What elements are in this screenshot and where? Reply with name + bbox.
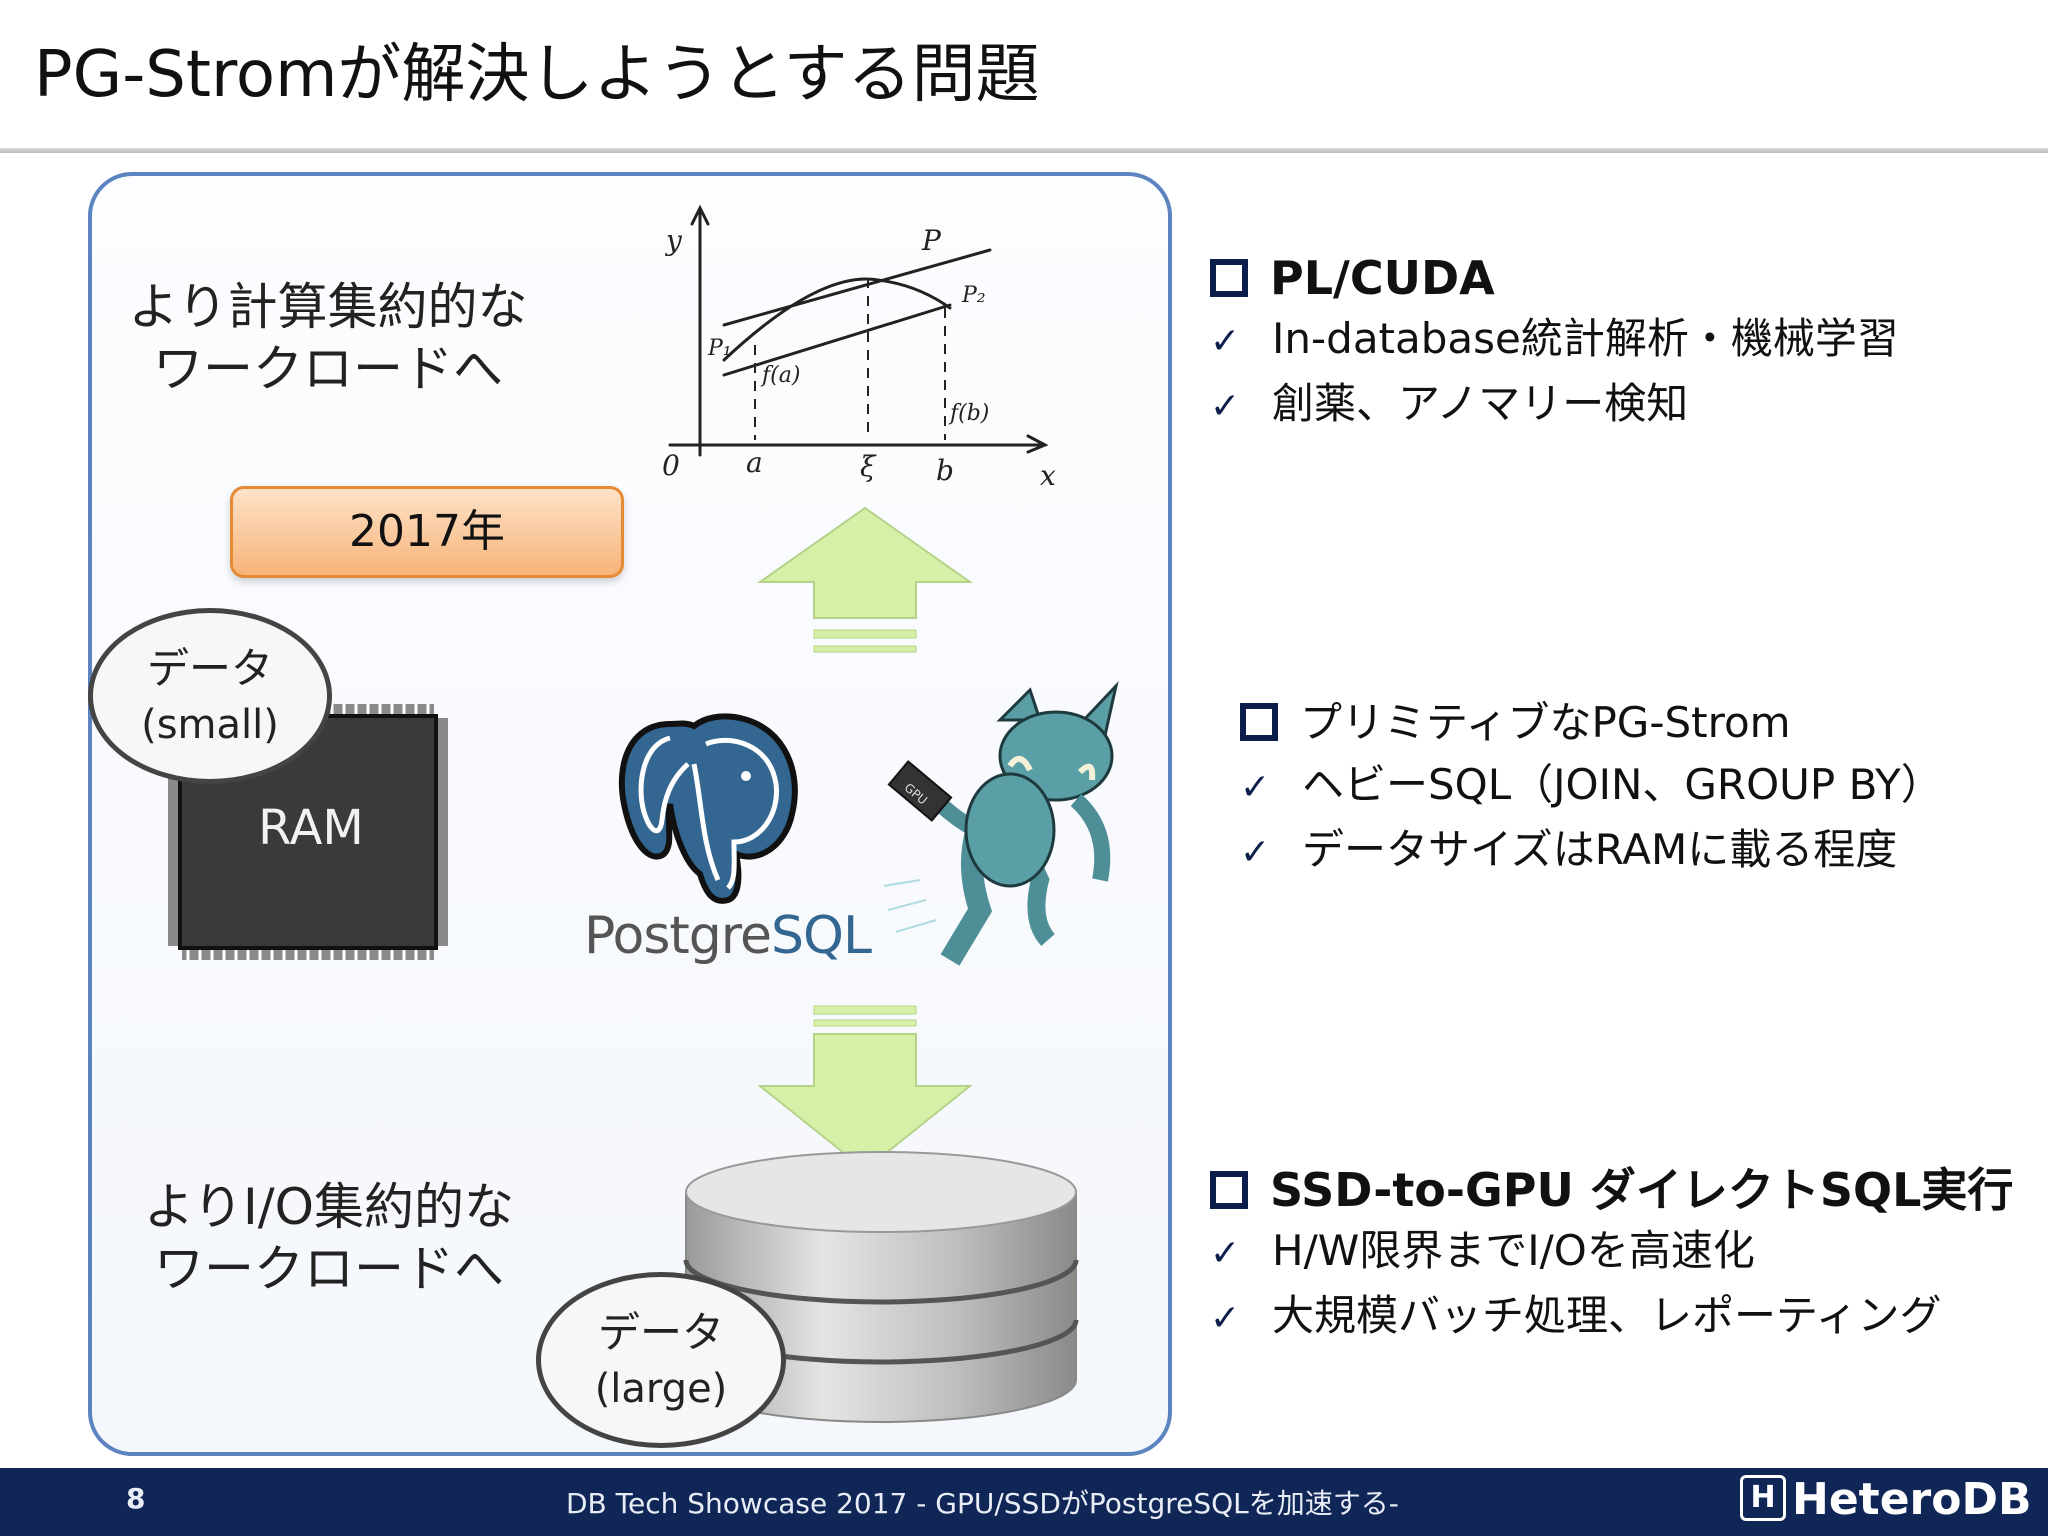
logo-mark-icon: H: [1740, 1475, 1786, 1521]
io-workload-line1: よりI/O集約的な: [144, 1178, 514, 1236]
data-small-label: データ: [146, 644, 273, 693]
data-large-size: (large): [594, 1366, 728, 1412]
section-primitive-item2: データサイズはRAMに載る程度: [1302, 825, 1898, 874]
graph-fb: f(b): [948, 401, 989, 426]
math-graph-icon: y x 0 a b ξ P P₁ P₂ f(a) f(b): [662, 204, 1056, 492]
square-bullet-icon: [1210, 1170, 1248, 1209]
square-bullet-icon: [1240, 702, 1278, 741]
footer-text: DB Tech Showcase 2017 - GPU/SSDがPostgreS…: [566, 1487, 1399, 1520]
section-plcuda-heading: PL/CUDA: [1270, 251, 1495, 305]
graph-x-label: x: [1040, 459, 1056, 492]
section-plcuda: PL/CUDA ✓ In-database統計解析・機械学習 ✓ 創薬、アノマリー検…: [1210, 248, 1899, 438]
section-plcuda-item1: In-database統計解析・機械学習: [1272, 314, 1899, 363]
logo-text: HeteroDB: [1792, 1474, 2032, 1525]
data-large-label: データ: [597, 1308, 724, 1357]
section-ssd2gpu-item2: 大規模バッチ処理、レポーティング: [1272, 1291, 1942, 1340]
section-primitive-heading: プリミティブなPG-Strom: [1300, 698, 1791, 747]
up-arrow-icon: [756, 506, 974, 653]
title-divider: [0, 148, 2048, 153]
section-plcuda-item2: 創薬、アノマリー検知: [1272, 379, 1689, 428]
postgres-text-part1: Postgre: [584, 906, 772, 966]
checkmark-icon: ✓: [1210, 321, 1241, 362]
io-workload-line2: ワークロードへ: [154, 1240, 504, 1298]
postgresql-wordmark: PostgreSQL: [584, 906, 872, 966]
graph-p2: P₂: [961, 283, 986, 308]
elephant-logo-icon: [618, 713, 798, 904]
compute-workload-label: より計算集約的な ワークロードへ: [118, 276, 538, 400]
gpu-hero-icon: GPU: [883, 681, 1119, 966]
io-workload-label: よりI/O集約的な ワークロードへ: [124, 1176, 534, 1300]
graph-a: a: [746, 446, 763, 479]
checkmark-icon: ✓: [1210, 386, 1241, 427]
graph-fa: f(a): [760, 363, 800, 388]
down-arrow-icon: [757, 1005, 973, 1172]
slide-title: PG-Stromが解決しようとする問題: [34, 38, 1040, 112]
graph-p: P: [921, 224, 942, 257]
graph-b: b: [936, 454, 954, 487]
checkmark-icon: ✓: [1240, 767, 1271, 808]
postgres-text-part2: SQL: [771, 906, 872, 966]
checkmark-icon: ✓: [1210, 1298, 1241, 1339]
footer-bar: [0, 1468, 2048, 1536]
data-large-bubble: データ (large): [536, 1272, 786, 1448]
graph-origin: 0: [662, 449, 680, 482]
section-primitive: プリミティブなPG-Strom ✓ ヘビーSQL（JOIN、GROUP BY） ✓…: [1240, 692, 1943, 884]
checkmark-icon: ✓: [1210, 1233, 1241, 1274]
data-small-size: (small): [141, 702, 279, 748]
data-small-bubble: データ (small): [88, 608, 332, 784]
graph-xi: ξ: [860, 450, 877, 483]
checkmark-icon: ✓: [1240, 832, 1271, 873]
section-ssd2gpu-item1: H/W限界までI/Oを高速化: [1272, 1226, 1755, 1275]
ram-label: RAM: [258, 800, 364, 856]
compute-workload-line1: より計算集約的な: [128, 278, 528, 336]
square-bullet-icon: [1210, 258, 1248, 297]
page-number: 8: [126, 1482, 146, 1515]
section-ssd2gpu-heading: SSD-to-GPU ダイレクトSQL実行: [1270, 1163, 2014, 1217]
section-primitive-item1: ヘビーSQL（JOIN、GROUP BY）: [1302, 760, 1943, 809]
compute-workload-line2: ワークロードへ: [153, 340, 503, 398]
year-box: 2017年: [230, 486, 624, 578]
graph-p1: P₁: [707, 336, 732, 361]
graph-y-label: y: [664, 224, 683, 257]
section-ssd2gpu: SSD-to-GPU ダイレクトSQL実行 ✓ H/W限界までI/Oを高速化 ✓ 大…: [1210, 1160, 2013, 1350]
